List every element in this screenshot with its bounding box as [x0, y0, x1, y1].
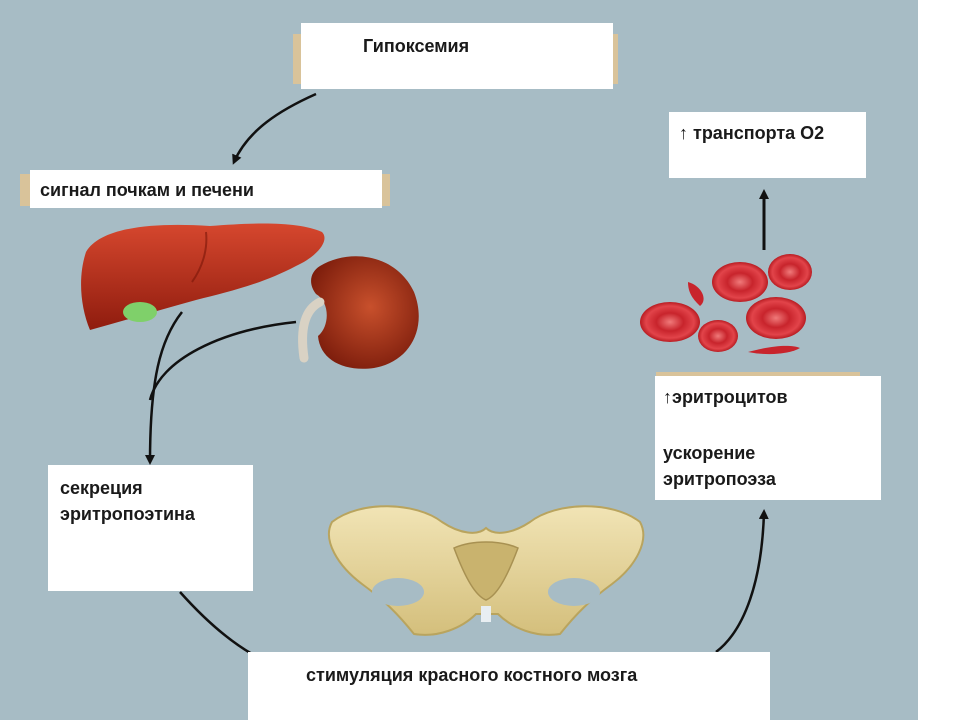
signal-tab	[20, 174, 32, 206]
signal-box: сигнал почкам и печени	[30, 170, 382, 208]
rbc-spacer	[663, 410, 881, 440]
stimulation-box: стимуляция красного костного мозга	[248, 652, 770, 720]
secretion-label-line2: эритропоэтина	[60, 504, 195, 524]
arrow-secretion-to-stimulation	[179, 591, 253, 656]
rbc-increase-label: ↑эритроцитов	[663, 387, 788, 407]
hypoxemia-tab-right	[612, 34, 618, 84]
secretion-box: секреция эритропоэтина	[48, 465, 253, 591]
acceleration-label-line2: эритропоэза	[663, 469, 776, 489]
red-blood-cells-illustration	[640, 254, 812, 355]
hypoxemia-label: Гипоксемия	[363, 36, 470, 56]
rbc-box-tab	[656, 372, 860, 378]
arrow-stimulation-to-rbc	[715, 509, 769, 653]
signal-tab-right	[382, 174, 390, 206]
o2-transport-box: ↑ транспорта О2	[669, 112, 866, 178]
o2-transport-label: ↑ транспорта О2	[679, 123, 825, 143]
rbc-increase-box: ↑эритроцитов ускорение эритропоэза	[655, 376, 881, 500]
gallbladder-illustration	[123, 302, 157, 322]
arrow-hypoxemia-to-signal	[232, 92, 317, 165]
acceleration-label-line1: ускорение	[663, 443, 756, 463]
hypoxemia-box: Гипоксемия	[301, 23, 613, 89]
arrow-liver-to-secretion	[145, 311, 183, 465]
pelvis-illustration	[327, 505, 645, 636]
kidney-illustration	[298, 256, 419, 369]
liver-illustration	[81, 223, 325, 330]
secretion-label-line1: секреция	[60, 478, 143, 498]
stimulation-label: стимуляция красного костного мозга	[306, 665, 638, 685]
signal-label: сигнал почкам и печени	[40, 180, 254, 200]
hypoxemia-tab	[293, 34, 303, 84]
arrow-kidney-to-secretion	[148, 320, 297, 401]
